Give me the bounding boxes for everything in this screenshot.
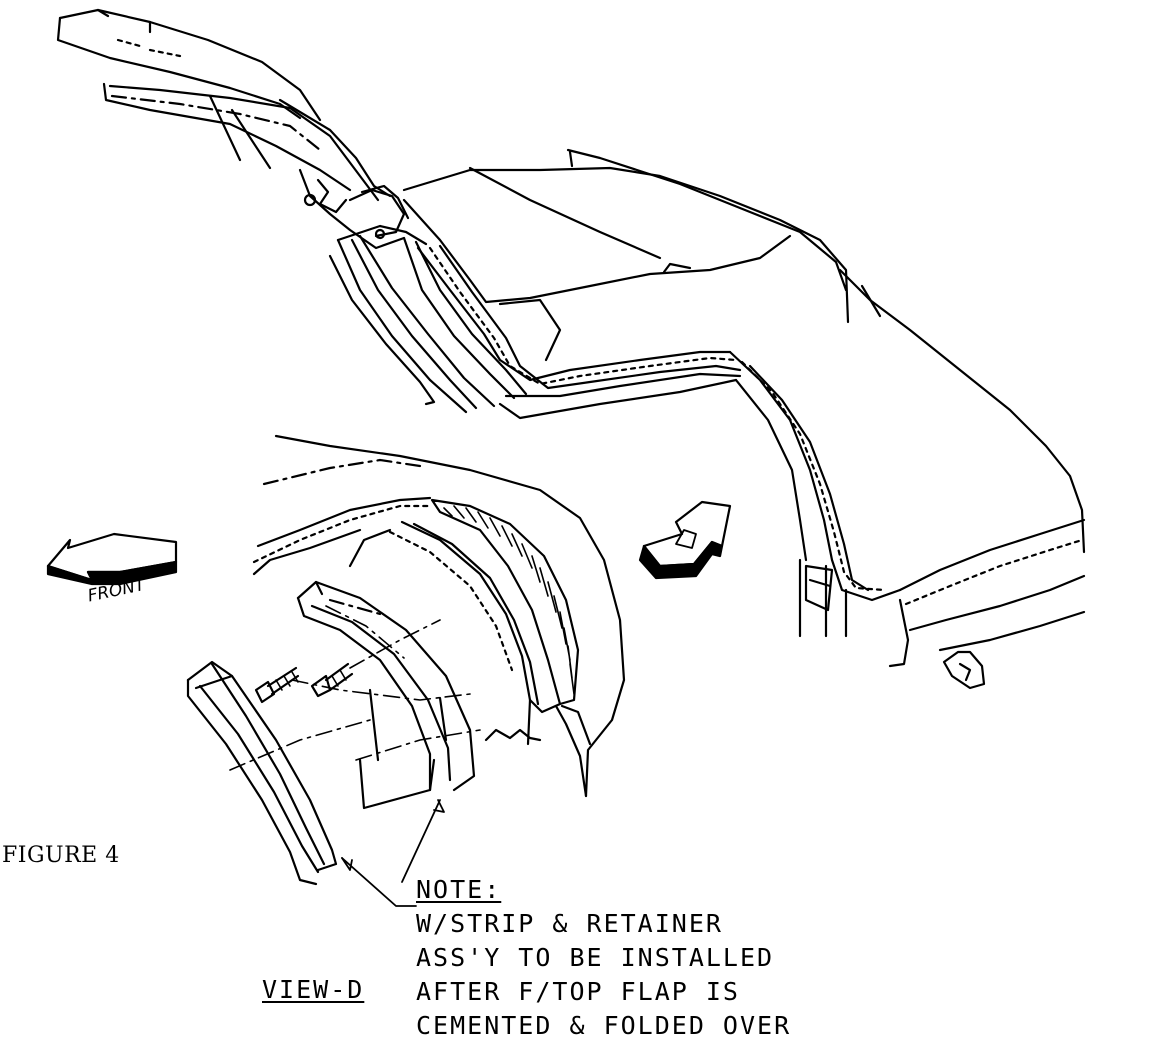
note-line: ASS'Y TO BE INSTALLED — [416, 943, 775, 972]
screw-one — [254, 666, 300, 704]
note-line: W/STRIP & RETAINER — [416, 909, 723, 938]
retainer-rail — [296, 528, 476, 792]
a-pillar — [328, 234, 528, 414]
front-arrow-icon — [46, 532, 178, 586]
note-heading: NOTE: — [416, 875, 502, 904]
note-line: AFTER F/TOP FLAP IS — [416, 977, 740, 1006]
rear-quarter-edge — [728, 350, 1086, 668]
rear-latch-block — [942, 650, 986, 690]
b-pillar-post — [798, 558, 848, 638]
inner-panel — [358, 688, 448, 810]
weatherstrip-hatched — [388, 498, 592, 798]
convertible-top — [402, 148, 1086, 554]
body-panel — [252, 434, 626, 798]
installation-note: NOTE: W/STRIP & RETAINER ASS'Y TO BE INS… — [416, 873, 791, 1043]
figure-label: FIGURE 4 — [2, 843, 120, 868]
centerlines — [229, 605, 481, 771]
note-line: CEMENTED & FOLDED OVER — [416, 1011, 792, 1040]
view-label: VIEW-D — [262, 975, 365, 1004]
top-rail-assembly — [56, 8, 392, 202]
screw-two — [310, 662, 354, 698]
leader-lines — [341, 799, 445, 907]
view-d-arrow-icon — [638, 500, 732, 580]
weatherstrip-hatch — [443, 505, 575, 695]
pillar-latch — [298, 168, 428, 250]
windlace-molding — [186, 660, 338, 886]
